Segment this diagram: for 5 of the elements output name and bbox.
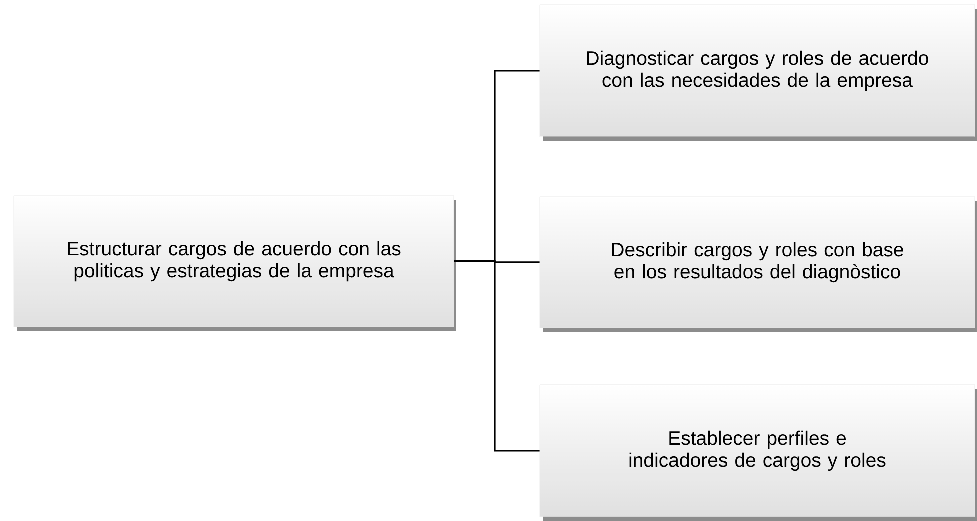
connector <box>454 260 540 452</box>
process-box: Estructurar cargos de acuerdo con las politicas y estrategias de la empresa <box>14 196 456 331</box>
process-box: Diagnosticar cargos y roles de acuerdo con las necesidades de la empresa <box>540 4 977 141</box>
process-box: Establecer perfiles e indicadores de cargos y roles <box>540 384 977 521</box>
process-box: Describir cargos y roles con base en los resultados del diagnòstico <box>540 196 977 332</box>
